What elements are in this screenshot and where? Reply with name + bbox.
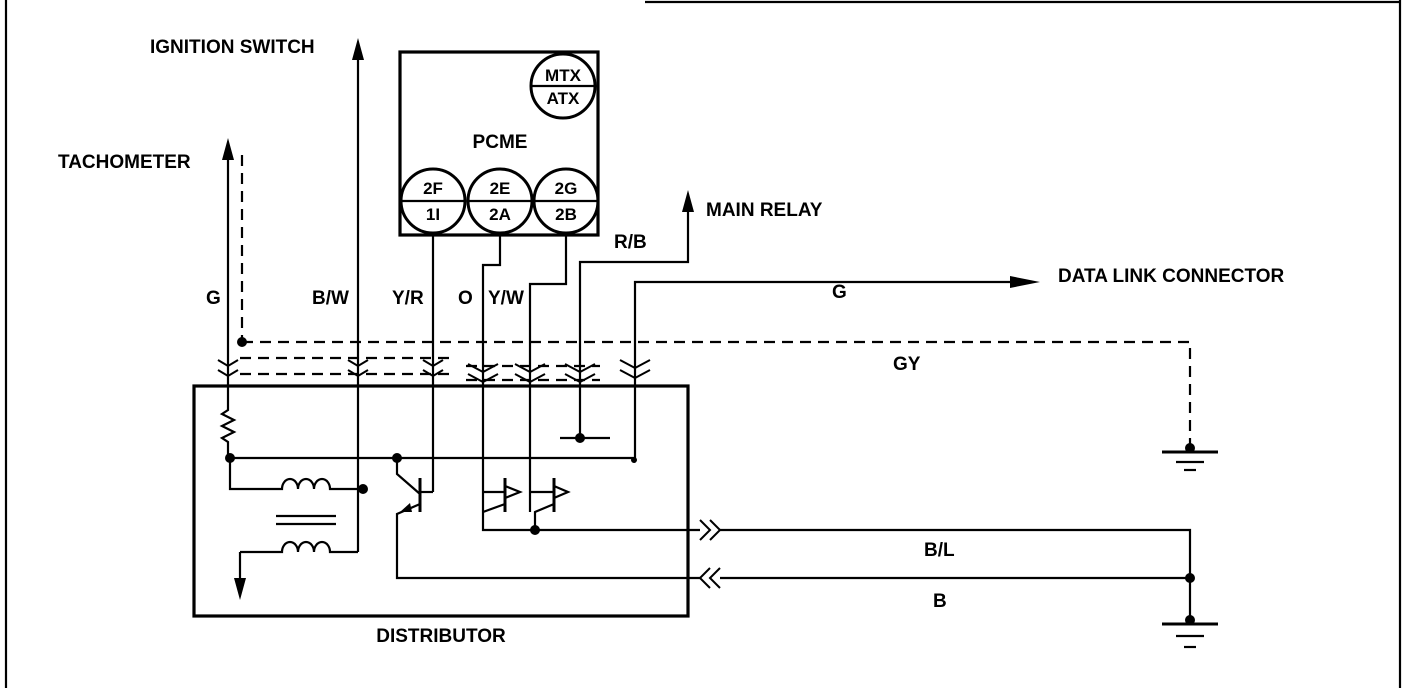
wire-label-yr: Y/R xyxy=(392,288,424,309)
data-link-arrow xyxy=(1010,276,1040,288)
connector-1i-label: 1I xyxy=(426,205,440,224)
connector-mtx-label: MTX xyxy=(545,66,582,85)
wire-yw xyxy=(528,233,568,512)
data-link-connector-label: DATA LINK CONNECTOR xyxy=(1058,266,1285,287)
primary-coil xyxy=(228,458,358,491)
connector-mtx-atx: MTX ATX xyxy=(529,52,597,120)
ground-symbol-b xyxy=(1162,622,1218,649)
wire-gy xyxy=(242,340,1192,445)
wire-b-internal xyxy=(395,502,700,580)
secondary-arrow xyxy=(234,578,246,600)
transistor-2 xyxy=(482,502,506,514)
wire-label-o: O xyxy=(458,288,473,309)
connector-chevrons xyxy=(217,359,722,589)
wiring xyxy=(219,38,1195,625)
connector-2f-label: 2F xyxy=(423,179,443,198)
connector-2b-label: 2B xyxy=(555,205,577,224)
wire-label-gy: GY xyxy=(893,354,921,375)
wire-label-bw: B/W xyxy=(312,288,349,309)
wire-label-yw: Y/W xyxy=(488,288,524,309)
wire-label-b: B xyxy=(933,591,947,612)
tachometer-arrow xyxy=(222,138,234,160)
wire-o xyxy=(481,233,535,532)
transistor-1 xyxy=(395,458,421,495)
main-relay-label: MAIN RELAY xyxy=(706,200,823,221)
ground-symbol-gy xyxy=(1162,450,1218,472)
distributor-box: DISTRIBUTOR xyxy=(192,384,690,647)
pcme-module: PCME MTX ATX 2F 1I 2E 2A 2G 2B xyxy=(398,50,600,237)
transistor-3 xyxy=(533,502,555,530)
distributor-label: DISTRIBUTOR xyxy=(376,626,506,647)
tachometer-label: TACHOMETER xyxy=(58,152,191,173)
resistor xyxy=(219,400,237,458)
wire-label-rb: R/B xyxy=(614,232,647,253)
main-relay-arrow xyxy=(682,190,694,212)
secondary-coil xyxy=(238,540,358,594)
connector-2e-2a: 2E 2A xyxy=(466,167,534,235)
connector-atx-label: ATX xyxy=(547,89,580,108)
wire-label-g-dlc: G xyxy=(832,282,847,303)
pcme-label: PCME xyxy=(473,132,528,153)
wire-rb xyxy=(578,200,690,438)
ignition-switch-arrow xyxy=(352,38,364,60)
wire-label-g-tach: G xyxy=(206,288,221,309)
page-frame xyxy=(4,0,1402,688)
connector-2a-label: 2A xyxy=(489,205,511,224)
connector-2g-label: 2G xyxy=(555,179,578,198)
wire-g-dlc xyxy=(633,280,1030,460)
wire-label-bl: B/L xyxy=(924,540,955,561)
connector-2g-2b: 2G 2B xyxy=(532,167,600,235)
ignition-switch-label: IGNITION SWITCH xyxy=(150,37,315,58)
connector-2e-label: 2E xyxy=(490,179,511,198)
connector-2f-1i: 2F 1I xyxy=(399,167,467,235)
wire-bl xyxy=(720,528,1192,616)
